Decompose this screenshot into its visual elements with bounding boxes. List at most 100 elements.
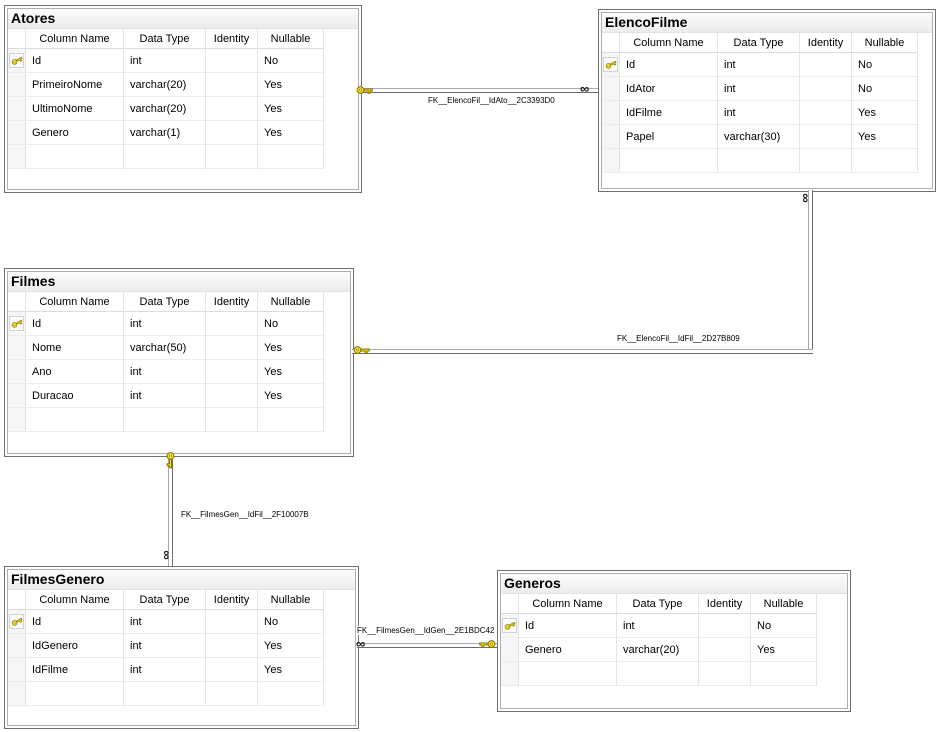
infinity-icon: ∞ bbox=[356, 636, 366, 651]
nullable-cell: No bbox=[258, 49, 324, 73]
nullable-cell: No bbox=[258, 312, 324, 336]
grid-header-cell: Identity bbox=[699, 594, 751, 614]
relationship-line-elencofilme-idfilme[interactable] bbox=[352, 349, 813, 354]
data-type-cell: int bbox=[124, 312, 206, 336]
column-name-cell: Papel bbox=[620, 125, 718, 149]
relationship-line-filmesgenero-idgenero[interactable] bbox=[357, 643, 497, 648]
nullable-cell: Yes bbox=[258, 121, 324, 145]
table-name: Filmes bbox=[11, 273, 56, 289]
grid-header-cell: Identity bbox=[800, 33, 852, 53]
column-row[interactable] bbox=[602, 149, 932, 173]
column-row[interactable] bbox=[501, 662, 847, 686]
column-name-cell: PrimeiroNome bbox=[26, 73, 124, 97]
row-gutter-cell bbox=[8, 73, 26, 97]
identity-cell bbox=[800, 53, 852, 77]
identity-cell bbox=[206, 360, 258, 384]
table-title-bar[interactable]: Filmes bbox=[8, 272, 350, 292]
column-name-cell: Id bbox=[620, 53, 718, 77]
identity-cell bbox=[206, 682, 258, 706]
fk-label-elencofilme-idfilme: FK__ElencoFil__IdFil__2D27B809 bbox=[616, 334, 741, 343]
relationship-line-filmesgenero-idfilme[interactable] bbox=[168, 455, 173, 566]
grid-header-cell: Column Name bbox=[26, 590, 124, 610]
column-row[interactable] bbox=[8, 408, 350, 432]
row-gutter-cell bbox=[501, 662, 519, 686]
identity-cell bbox=[206, 658, 258, 682]
nullable-cell bbox=[258, 408, 324, 432]
grid-header-cell: Nullable bbox=[852, 33, 918, 53]
grid-header-cell: Nullable bbox=[258, 292, 324, 312]
grid-header-cell: Data Type bbox=[718, 33, 800, 53]
column-name-cell: IdAtor bbox=[620, 77, 718, 101]
row-gutter-cell bbox=[8, 610, 26, 634]
identity-cell bbox=[800, 77, 852, 101]
relationship-line-elencofilme-idator[interactable] bbox=[360, 88, 598, 93]
table-title-bar[interactable]: FilmesGenero bbox=[8, 570, 355, 590]
column-name-cell: Duracao bbox=[26, 384, 124, 408]
identity-cell bbox=[206, 121, 258, 145]
data-type-cell: int bbox=[718, 101, 800, 125]
column-name-cell: Genero bbox=[519, 638, 617, 662]
data-type-cell: varchar(30) bbox=[718, 125, 800, 149]
column-row[interactable] bbox=[8, 145, 358, 169]
data-type-cell bbox=[617, 662, 699, 686]
data-type-cell: varchar(50) bbox=[124, 336, 206, 360]
identity-cell bbox=[206, 384, 258, 408]
table-title-bar[interactable]: Generos bbox=[501, 574, 847, 594]
table-title-bar[interactable]: Atores bbox=[8, 9, 358, 29]
key-icon bbox=[356, 84, 373, 96]
grid-header-cell: Identity bbox=[206, 29, 258, 49]
key-icon bbox=[353, 344, 370, 356]
data-type-cell: int bbox=[718, 53, 800, 77]
row-gutter-cell bbox=[8, 682, 26, 706]
infinity-icon: ∞ bbox=[159, 550, 175, 560]
fk-label-filmesgenero-idfilme: FK__FilmesGen__IdFil__2F10007B bbox=[180, 510, 310, 519]
grid-header-cell: Data Type bbox=[617, 594, 699, 614]
row-gutter-cell bbox=[8, 97, 26, 121]
grid-header-cell: Nullable bbox=[751, 594, 817, 614]
identity-cell bbox=[206, 610, 258, 634]
infinity-icon: ∞ bbox=[798, 193, 814, 203]
grid-corner-cell bbox=[501, 594, 519, 614]
nullable-cell bbox=[258, 145, 324, 169]
table-title-bar[interactable]: ElencoFilme bbox=[602, 13, 932, 33]
fk-label-filmesgenero-idgenero: FK__FilmesGen__IdGen__2E1BDC42 bbox=[356, 626, 496, 635]
data-type-cell: int bbox=[124, 360, 206, 384]
nullable-cell: No bbox=[852, 53, 918, 77]
relationship-line-elencofilme-idfilme-vertical[interactable] bbox=[808, 190, 813, 349]
column-row[interactable] bbox=[8, 682, 355, 706]
identity-cell bbox=[800, 149, 852, 173]
grid-header-cell: Data Type bbox=[124, 29, 206, 49]
column-name-cell: Nome bbox=[26, 336, 124, 360]
row-gutter-cell bbox=[8, 658, 26, 682]
